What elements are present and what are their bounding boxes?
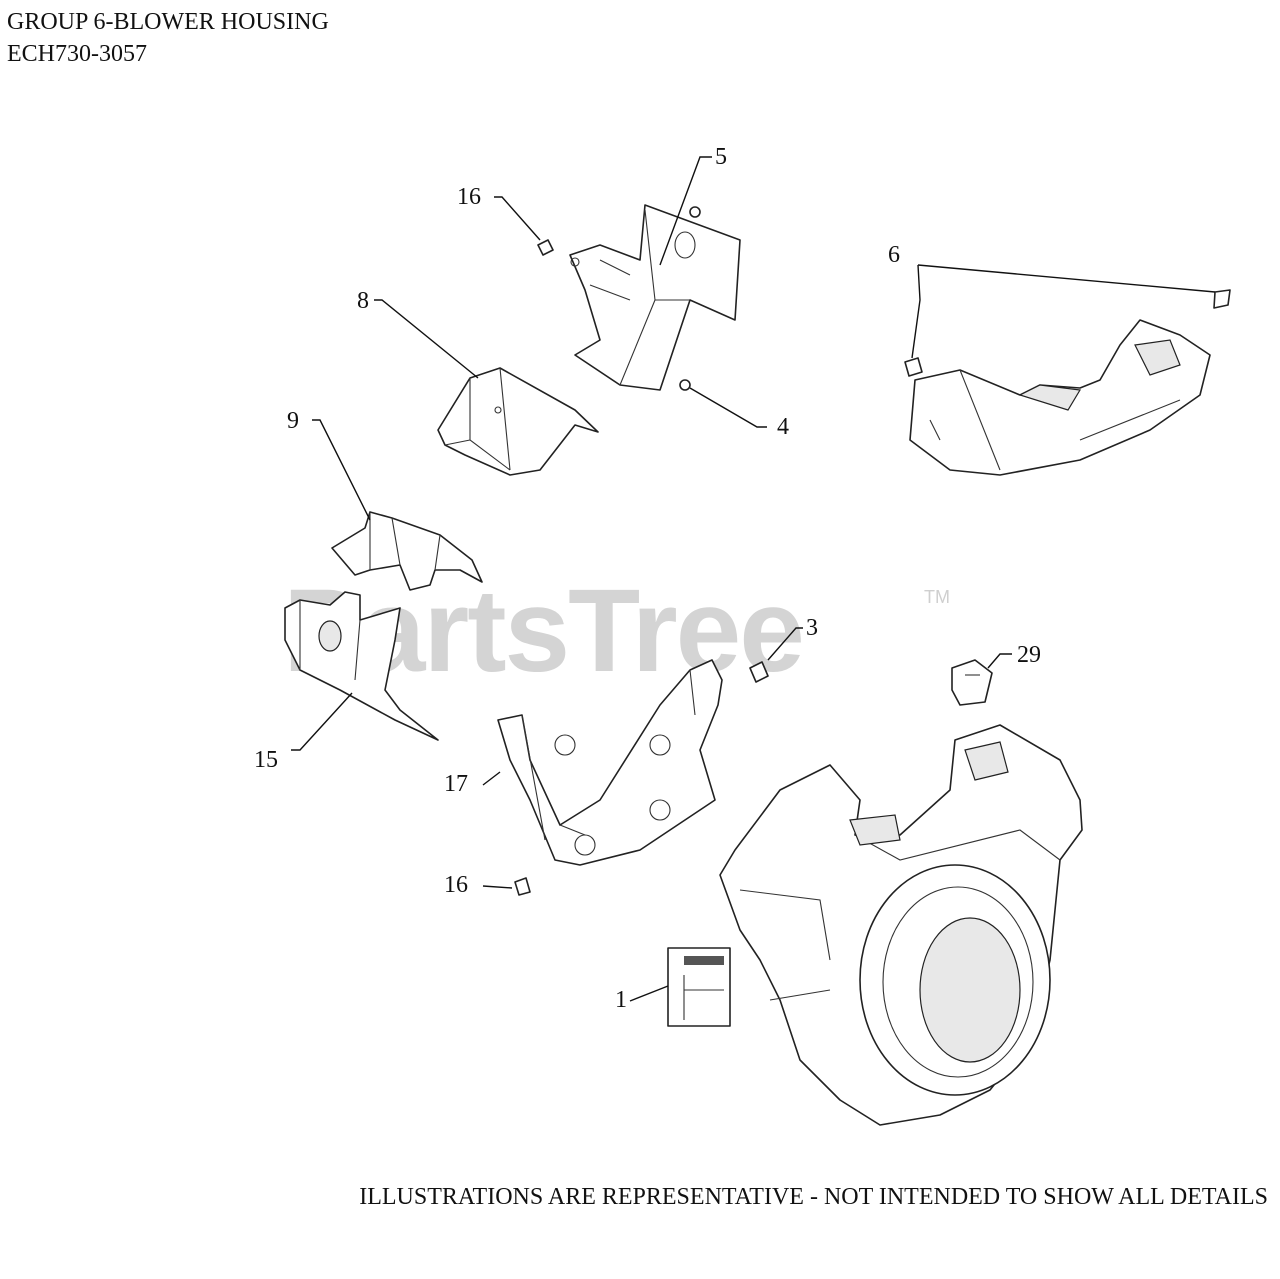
part-4-bolt[interactable]	[679, 379, 691, 391]
callout-16-bottom[interactable]: 16	[444, 872, 468, 898]
model-number: ECH730-3057	[7, 41, 147, 67]
callout-16-top[interactable]: 16	[457, 184, 481, 210]
callout-15[interactable]: 15	[254, 747, 278, 773]
part-3-bolt[interactable]	[749, 661, 769, 683]
callout-5[interactable]: 5	[715, 144, 727, 170]
callout-3[interactable]: 3	[806, 615, 818, 641]
part-9-bracket[interactable]	[331, 511, 483, 591]
part-16-bolt-bottom[interactable]	[514, 877, 531, 896]
watermark-trademark: TM	[924, 587, 950, 607]
callout-8[interactable]: 8	[357, 288, 369, 314]
diagram-title: GROUP 6-BLOWER HOUSING	[7, 9, 329, 35]
callout-1[interactable]: 1	[615, 987, 627, 1013]
part-1-blower-housing[interactable]	[719, 724, 1083, 1126]
part-6-bolt-left[interactable]	[904, 357, 923, 377]
callout-6[interactable]: 6	[888, 242, 900, 268]
callout-17[interactable]: 17	[444, 771, 468, 797]
part-29-plug[interactable]	[951, 659, 993, 706]
part-6-bolt-right[interactable]	[1213, 289, 1231, 309]
callout-29[interactable]: 29	[1017, 642, 1041, 668]
part-15-air-guide[interactable]	[284, 591, 439, 741]
part-1-decal[interactable]	[667, 947, 731, 1027]
part-16-bolt-top[interactable]	[537, 239, 554, 256]
part-8-baffle[interactable]	[437, 367, 599, 476]
part-5-shroud-bracket[interactable]	[569, 204, 741, 391]
callout-9[interactable]: 9	[287, 408, 299, 434]
callout-4[interactable]: 4	[777, 414, 789, 440]
part-5-fastener[interactable]	[689, 206, 701, 218]
disclaimer-note: ILLUSTRATIONS ARE REPRESENTATIVE - NOT I…	[359, 1184, 1268, 1210]
part-6-head-shroud[interactable]	[909, 319, 1211, 476]
leader-lines	[291, 156, 1216, 1002]
part-17-lower-baffle[interactable]	[497, 659, 723, 866]
